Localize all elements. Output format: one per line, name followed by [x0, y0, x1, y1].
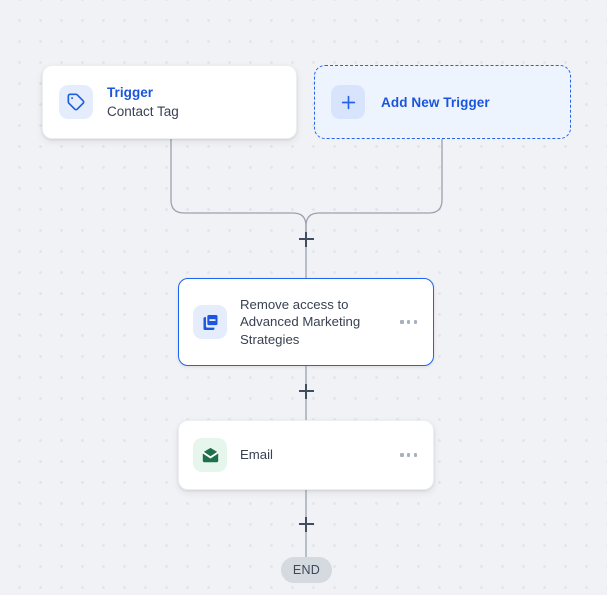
- trigger-text-group: Trigger Contact Tag: [107, 84, 179, 121]
- step-label: Remove access to Advanced Marketing Stra…: [240, 296, 361, 347]
- email-icon: [193, 438, 227, 472]
- remove-access-icon: [193, 305, 227, 339]
- more-options-icon[interactable]: [400, 320, 417, 324]
- plus-icon: [331, 85, 365, 119]
- add-step-button-after-email[interactable]: [298, 516, 314, 532]
- add-step-button-after-remove-access[interactable]: [298, 383, 314, 399]
- step-node-email[interactable]: Email: [178, 420, 434, 490]
- trigger-node[interactable]: Trigger Contact Tag: [42, 65, 297, 139]
- end-badge: END: [281, 557, 332, 583]
- trigger-title: Trigger: [107, 84, 154, 100]
- more-options-icon[interactable]: [400, 453, 417, 457]
- add-new-trigger-button[interactable]: Add New Trigger: [314, 65, 571, 139]
- trigger-subtitle: Contact Tag: [107, 103, 179, 119]
- add-new-trigger-label: Add New Trigger: [381, 94, 490, 110]
- tag-icon: [59, 85, 93, 119]
- step-node-remove-access[interactable]: Remove access to Advanced Marketing Stra…: [178, 278, 434, 366]
- step-label: Email: [240, 447, 273, 463]
- add-step-button-after-trigger[interactable]: [298, 231, 314, 247]
